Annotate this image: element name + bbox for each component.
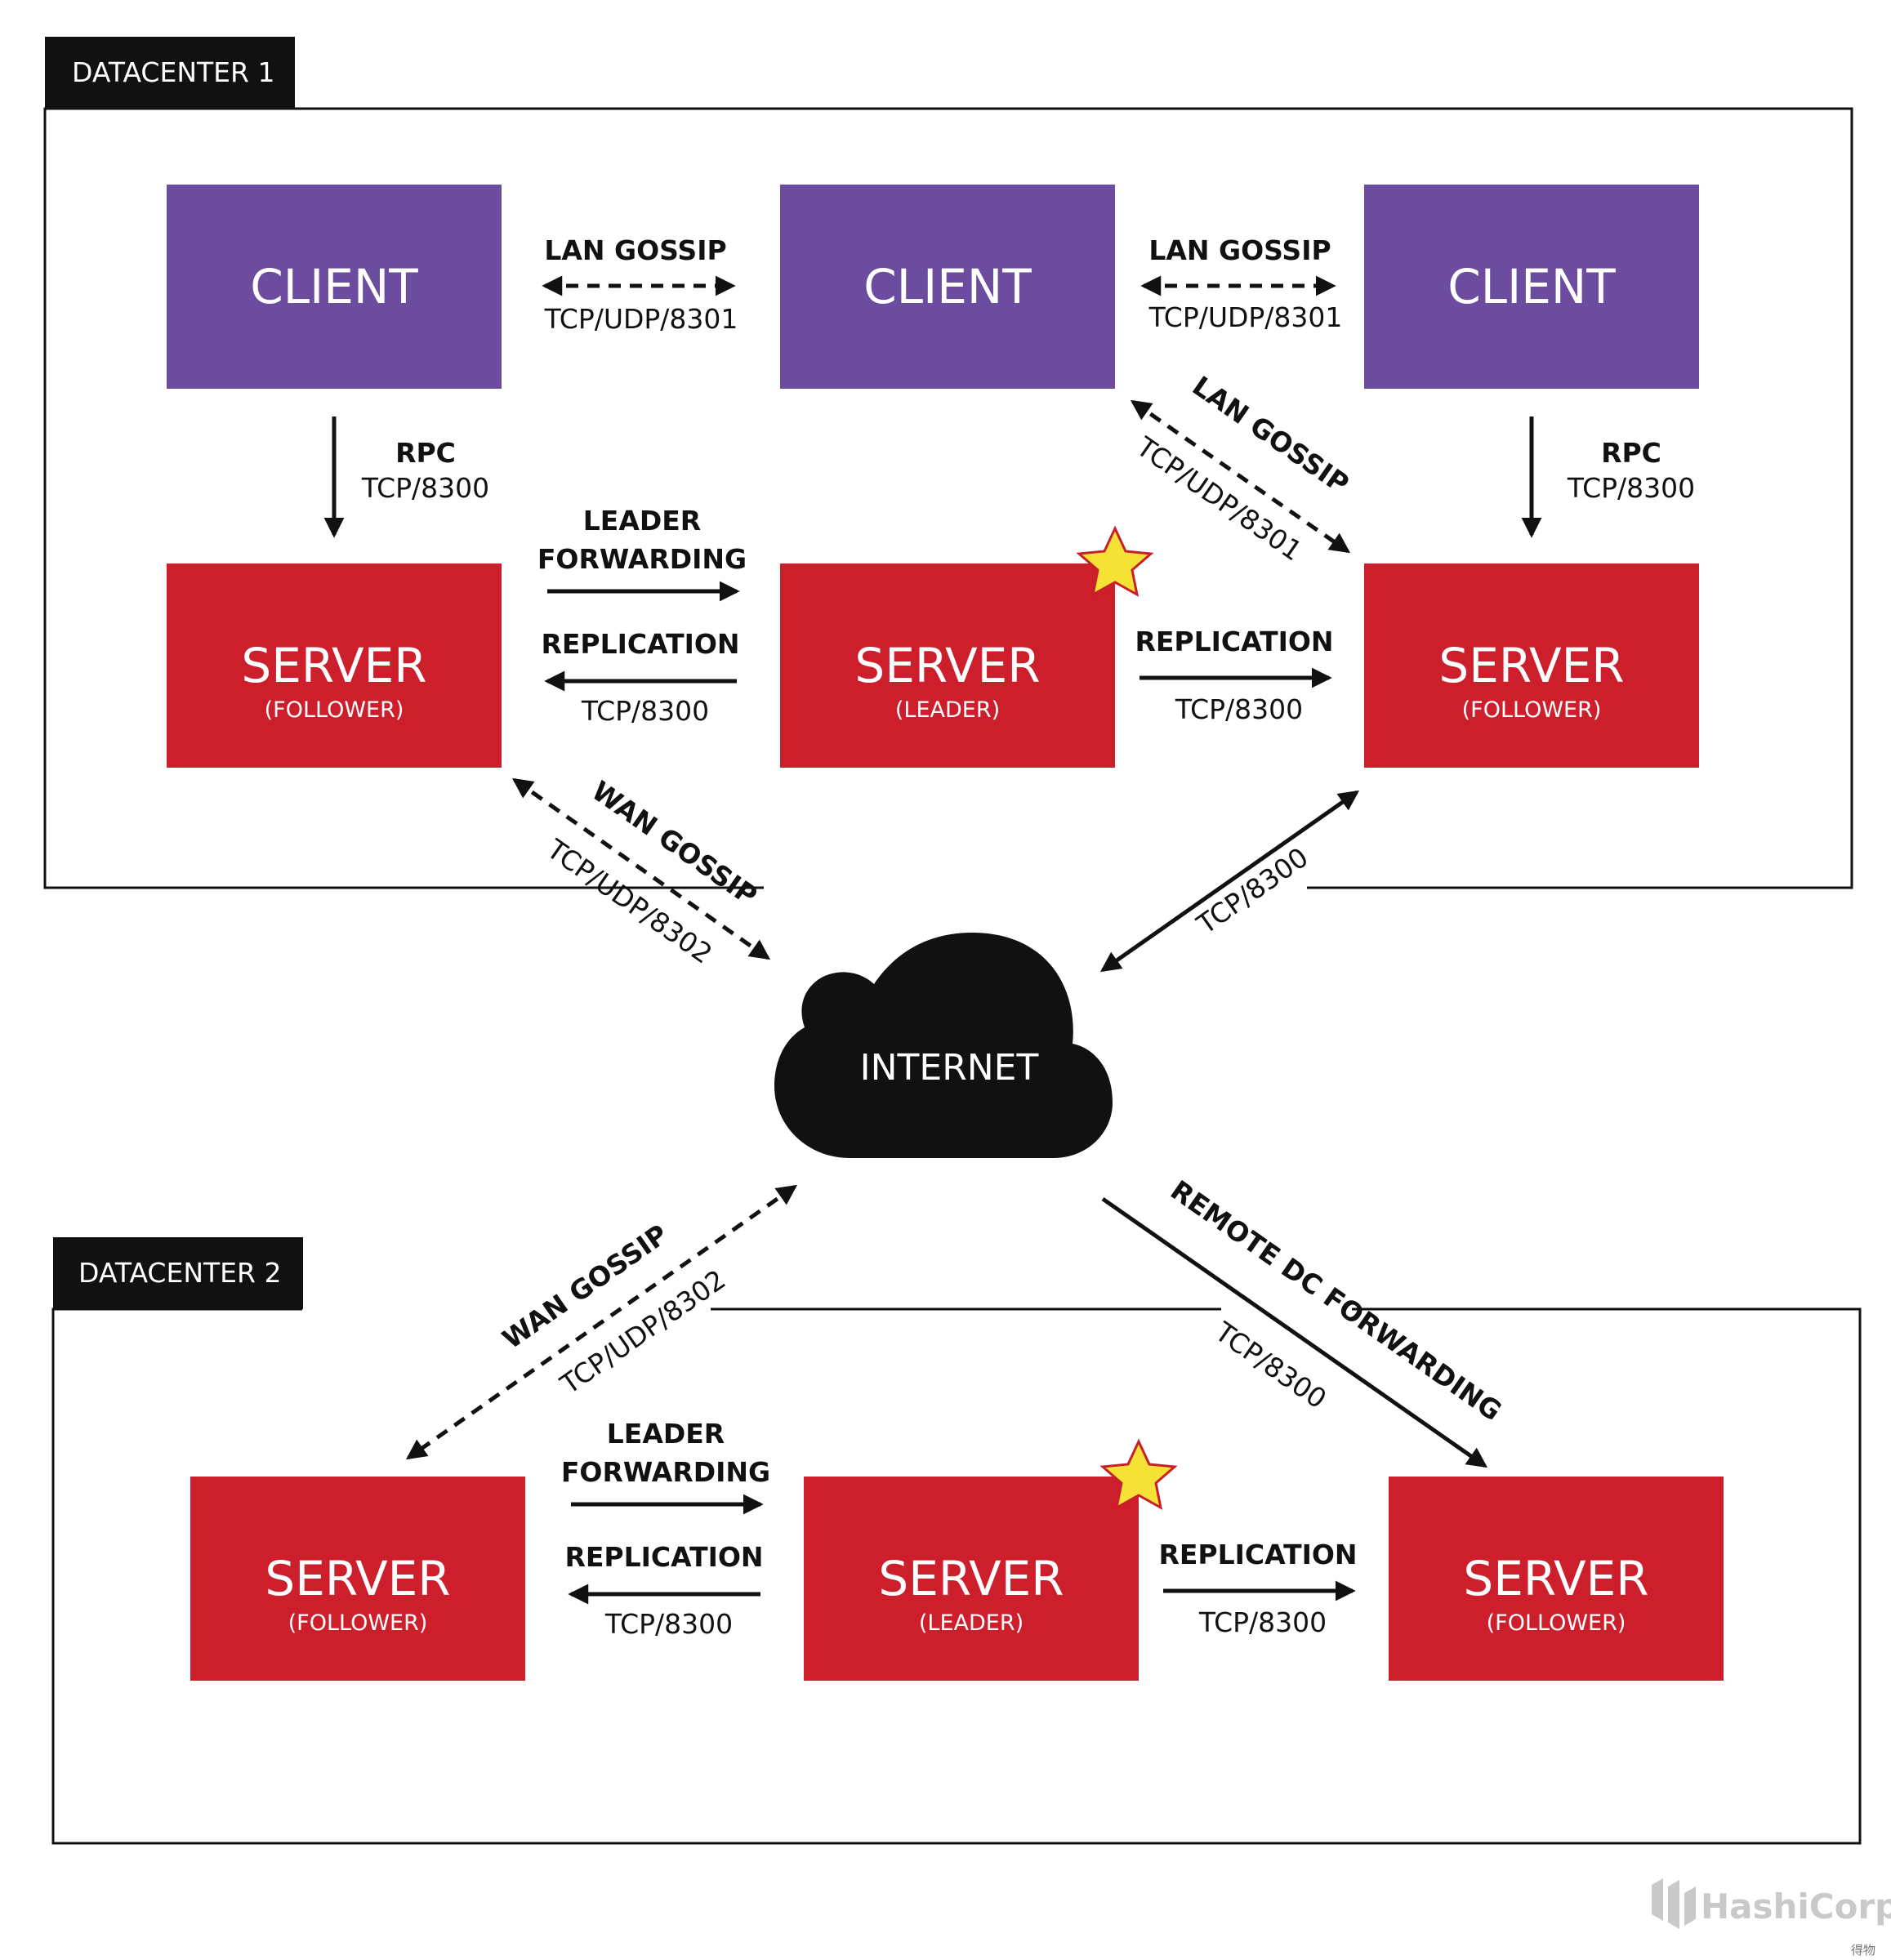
dc1-replication-left-port: TCP/8300 <box>581 695 709 727</box>
dc1-server-follower-right-title: SERVER <box>1438 638 1624 693</box>
rpc-port-left: TCP/8300 <box>361 472 489 504</box>
client-node-3-title: CLIENT <box>1447 259 1616 314</box>
rpc-label-right: RPC <box>1601 437 1661 469</box>
wan-gossip-dc1-arrow <box>511 777 771 960</box>
dc2-replication-right-label: REPLICATION <box>1158 1539 1357 1570</box>
datacenter-1: DATACENTER 1 CLIENT CLIENT CLIENT SERVER… <box>43 37 1853 889</box>
dc2-server-follower-right[interactable]: SERVER (FOLLOWER) <box>1389 1477 1724 1681</box>
dc1-replication-right-port: TCP/8300 <box>1175 693 1303 725</box>
datacenter-2-tag-bg <box>53 1237 303 1309</box>
lan-gossip-diagonal-arrow <box>1130 399 1351 554</box>
remote-dc-forwarding-port: TCP/8300 <box>1209 1315 1332 1414</box>
datacenter-1-tag: DATACENTER 1 <box>72 56 274 88</box>
dc1-server-leader-role: (LEADER) <box>895 697 1000 723</box>
dc2-server-leader-role: (LEADER) <box>919 1610 1024 1636</box>
dc1-server-follower-left-role: (FOLLOWER) <box>265 697 404 723</box>
client-node-1[interactable]: CLIENT <box>167 185 502 389</box>
internet-cloud[interactable]: INTERNET <box>774 933 1113 1158</box>
rpc-label-left: RPC <box>395 437 456 469</box>
client-node-1-title: CLIENT <box>250 259 418 314</box>
hashicorp-logo-icon <box>1652 1878 1696 1929</box>
datacenter-2-tag: DATACENTER 2 <box>78 1257 281 1289</box>
dc2-server-follower-left[interactable]: SERVER (FOLLOWER) <box>190 1477 525 1681</box>
wan-rpc-dc1-arrow <box>1099 790 1360 973</box>
dc2-server-leader[interactable]: SERVER (LEADER) <box>804 1477 1139 1681</box>
remote-dc-forwarding-arrow <box>1101 1196 1488 1468</box>
star-icon <box>1099 1438 1178 1510</box>
internet-label: INTERNET <box>860 1047 1039 1089</box>
dc2-server-follower-left-title: SERVER <box>265 1551 450 1606</box>
dc2-server-follower-right-title: SERVER <box>1463 1551 1648 1606</box>
cloud-icon <box>774 933 1113 1158</box>
dc1-server-follower-right-role: (FOLLOWER) <box>1462 697 1602 723</box>
dc1-replication-right-label: REPLICATION <box>1135 626 1333 657</box>
watermark-text: 得物 <box>1851 1943 1875 1958</box>
lan-gossip-port-2: TCP/UDP/8301 <box>1148 301 1343 333</box>
dc2-leader-forwarding-label-line2: FORWARDING <box>561 1456 770 1488</box>
dc1-server-follower-left[interactable]: SERVER (FOLLOWER) <box>167 564 502 768</box>
datacenter-2: DATACENTER 2 SERVER (FOLLOWER) SERVER (L… <box>51 1237 1862 1845</box>
lan-gossip-port-1: TCP/UDP/8301 <box>544 303 738 335</box>
remote-dc-forwarding-label: REMOTE DC FORWARDING <box>1165 1174 1507 1427</box>
client-node-3[interactable]: CLIENT <box>1364 185 1699 389</box>
datacenter-1-tag-bg <box>45 37 295 109</box>
dc1-server-leader[interactable]: SERVER (LEADER) <box>780 564 1115 768</box>
lan-gossip-label-2: LAN GOSSIP <box>1148 234 1331 266</box>
hashicorp-brand: HashiCorp 得物 <box>1652 1878 1891 1958</box>
dc2-replication-right-port: TCP/8300 <box>1198 1606 1327 1638</box>
client-node-2[interactable]: CLIENT <box>780 185 1115 389</box>
dc1-server-follower-right[interactable]: SERVER (FOLLOWER) <box>1364 564 1699 768</box>
dc1-replication-left-label: REPLICATION <box>541 628 739 660</box>
dc2-server-follower-right-role: (FOLLOWER) <box>1487 1610 1626 1636</box>
dc2-replication-left-label: REPLICATION <box>564 1541 763 1573</box>
dc1-server-follower-left-title: SERVER <box>241 638 426 693</box>
dc2-server-leader-title: SERVER <box>878 1551 1064 1606</box>
lan-gossip-label-1: LAN GOSSIP <box>544 234 726 266</box>
wan-rpc-dc1-port: TCP/8300 <box>1190 841 1313 941</box>
brand-name: HashiCorp <box>1701 1886 1891 1927</box>
dc1-leader-forwarding-label-line2: FORWARDING <box>537 543 747 575</box>
dc1-leader-forwarding-label-line1: LEADER <box>583 505 701 537</box>
dc1-server-leader-title: SERVER <box>854 638 1040 693</box>
rpc-port-right: TCP/8300 <box>1567 472 1695 504</box>
datacenter-1-frame <box>43 107 1853 889</box>
client-node-2-title: CLIENT <box>863 259 1032 314</box>
wan-gossip-dc2-arrow <box>405 1184 798 1460</box>
dc2-server-follower-left-role: (FOLLOWER) <box>288 1610 428 1636</box>
dc2-replication-left-port: TCP/8300 <box>604 1608 733 1640</box>
dc2-leader-forwarding-label-line1: LEADER <box>607 1418 725 1450</box>
